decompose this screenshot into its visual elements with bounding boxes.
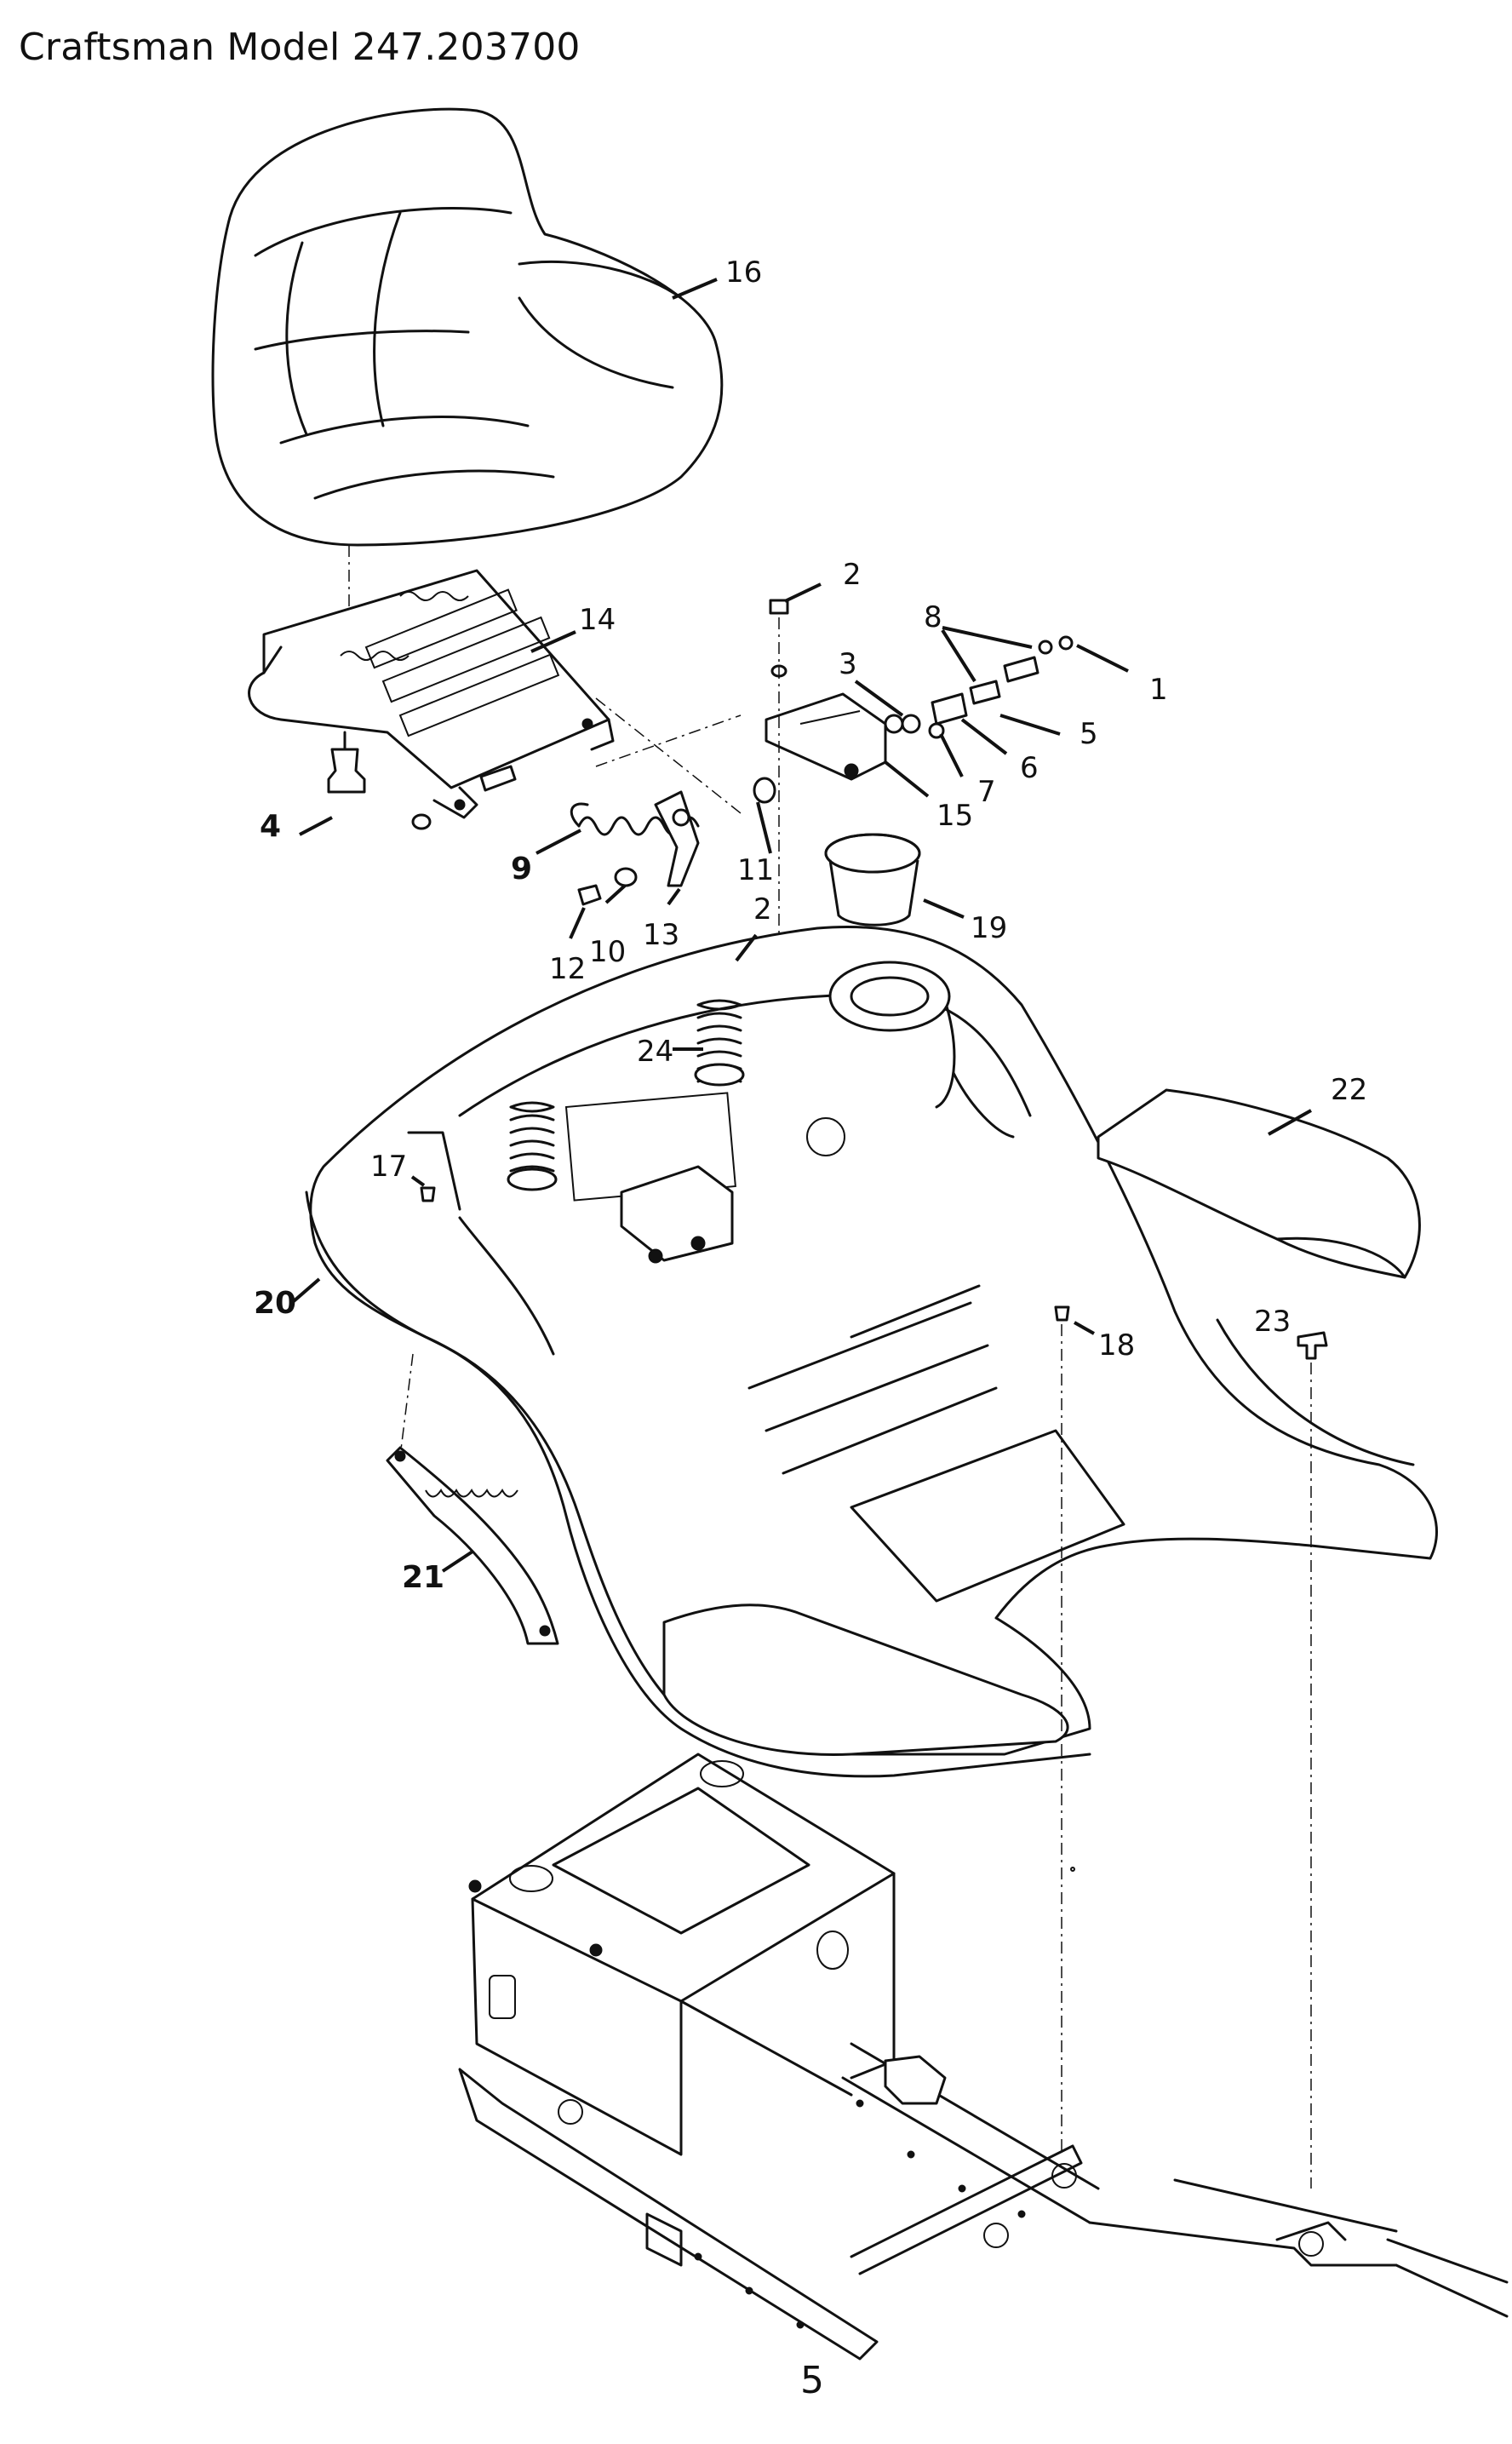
seat-knob — [327, 731, 366, 794]
seat — [211, 107, 724, 547]
page-title: Craftsman Model 247.203700 — [19, 26, 581, 69]
bracket — [765, 692, 904, 781]
side-rail — [386, 1446, 559, 1645]
page-number: 5 — [800, 2359, 824, 2402]
cup-holder — [824, 833, 921, 927]
seat-pan — [248, 569, 615, 819]
fender-body — [305, 925, 1438, 1872]
seat-springs — [507, 999, 745, 1191]
spring-assembly — [570, 790, 700, 887]
frame-chassis — [458, 1753, 1509, 2361]
